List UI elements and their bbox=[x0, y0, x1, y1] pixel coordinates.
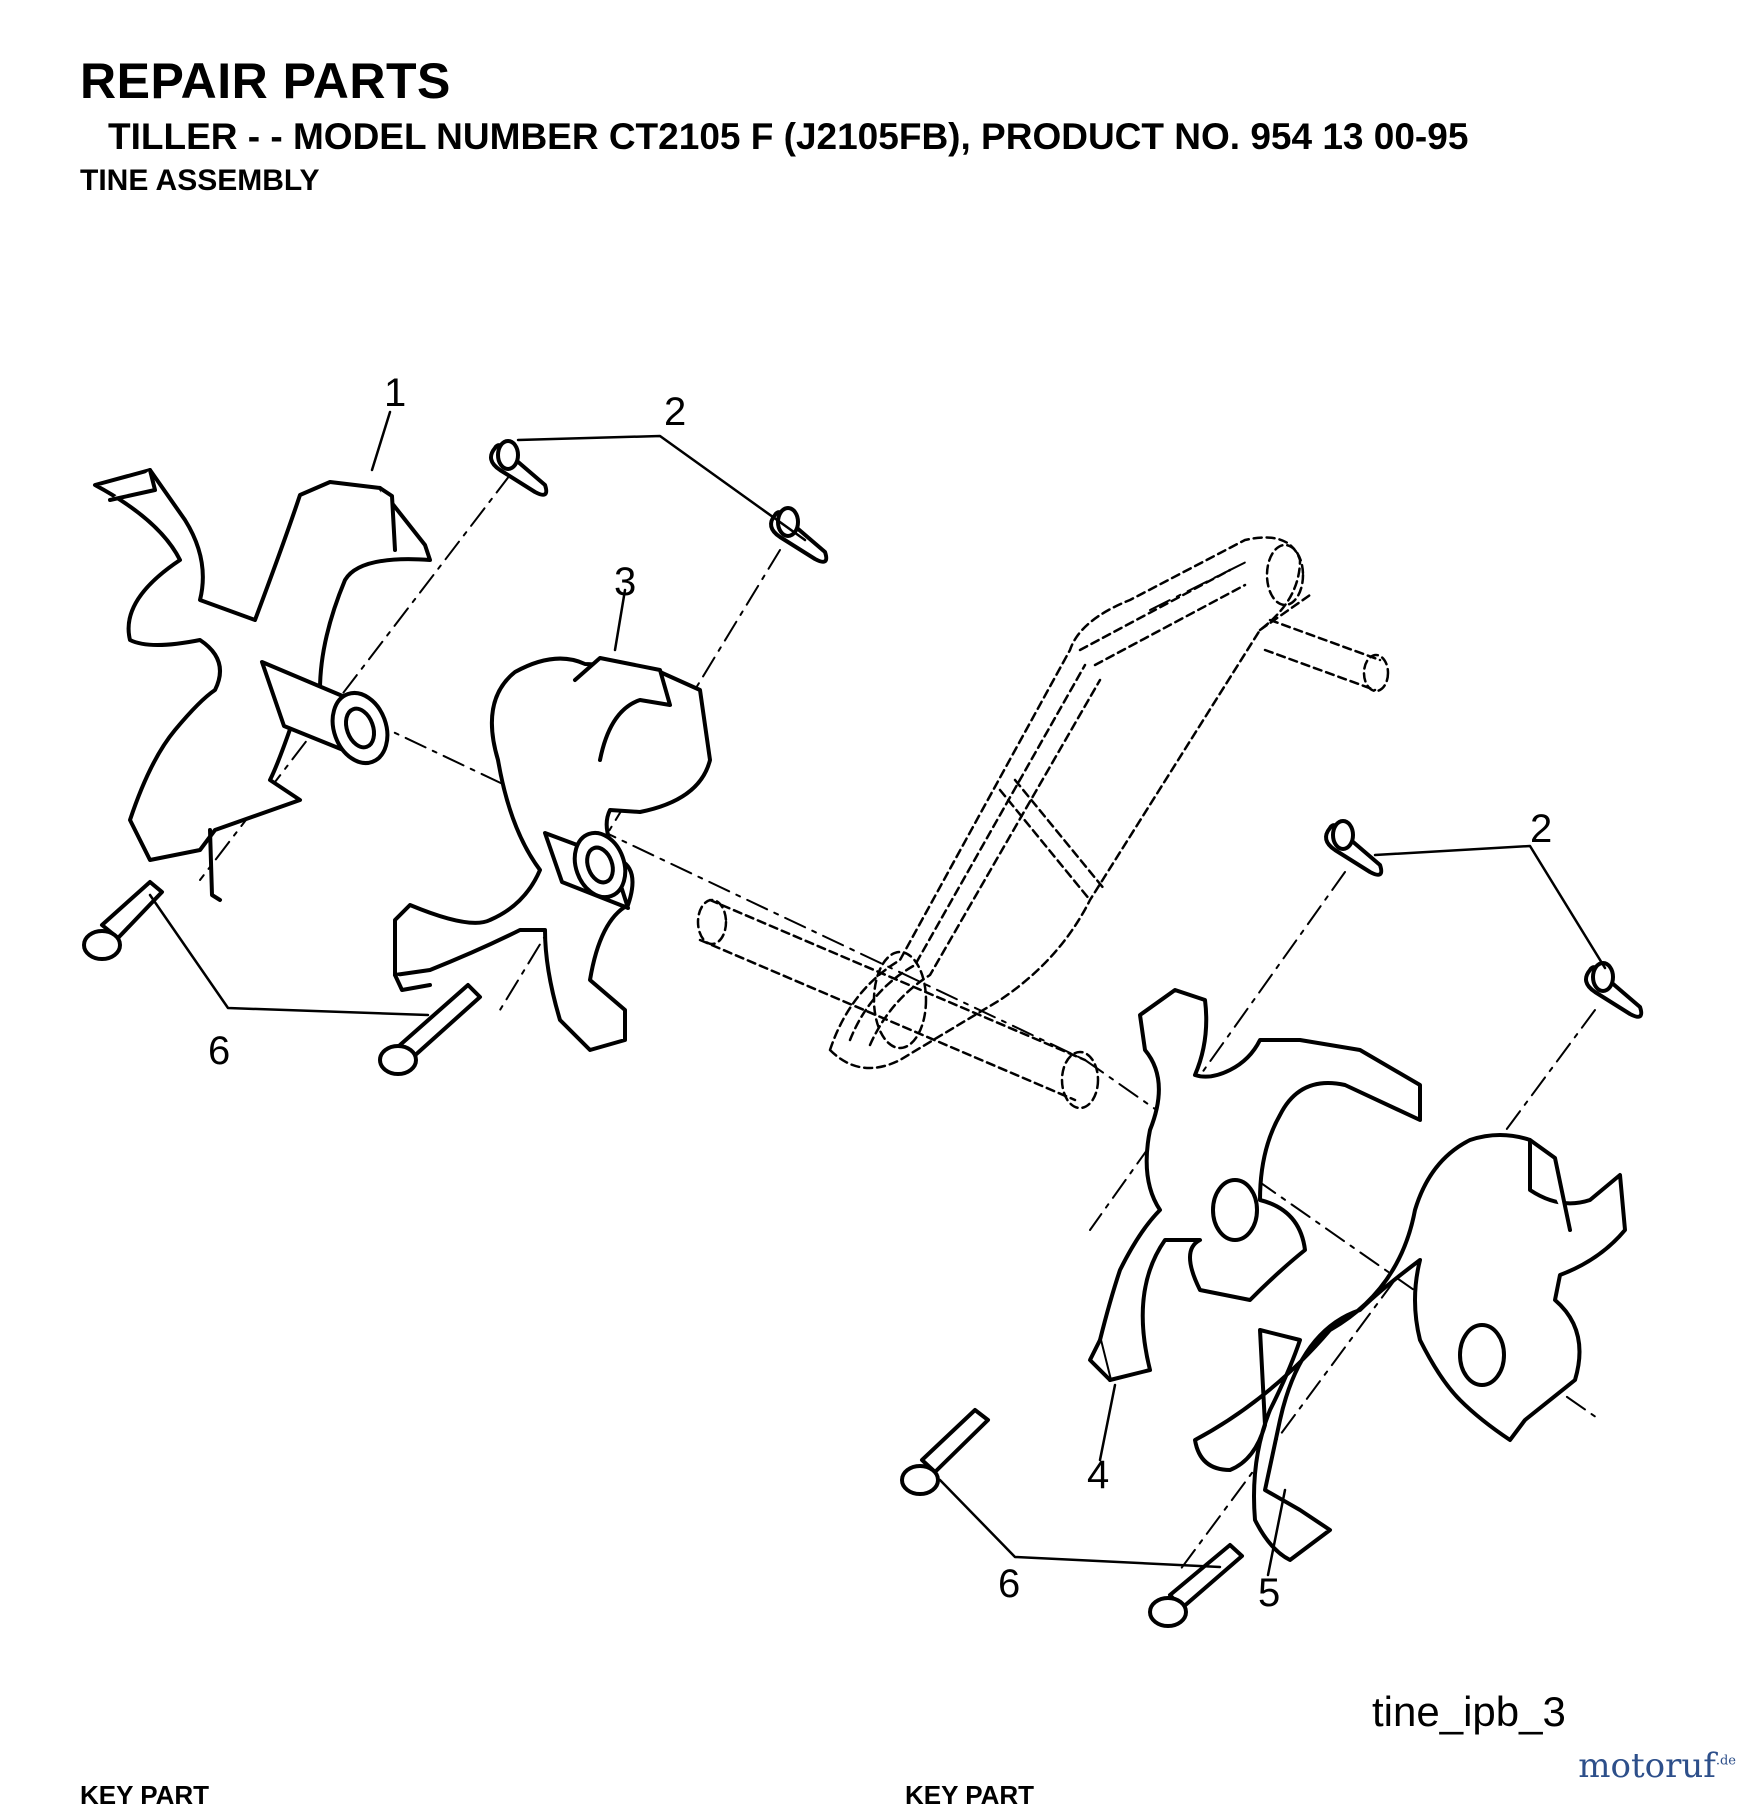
part-5-tine bbox=[1193, 1133, 1627, 1562]
callout-labels: 1 2 3 2 4 5 6 6 bbox=[208, 371, 1552, 1615]
callout-1: 1 bbox=[384, 371, 406, 415]
model-subtitle: TILLER - - MODEL NUMBER CT2105 F (J2105F… bbox=[108, 116, 1469, 157]
callout-6-right: 6 bbox=[998, 1562, 1020, 1606]
callout-2-right: 2 bbox=[1530, 807, 1552, 851]
watermark-text: motoruf bbox=[1578, 1746, 1716, 1786]
left-column-header: KEY PART bbox=[80, 1780, 210, 1810]
part-3-hub bbox=[543, 830, 630, 910]
callout-2-top: 2 bbox=[664, 390, 686, 434]
tine-shaft-housing bbox=[696, 536, 1390, 1110]
watermark-suffix: .de bbox=[1715, 1753, 1736, 1769]
figure-id: tine_ipb_3 bbox=[1372, 1688, 1566, 1735]
part-2-clips bbox=[489, 439, 1644, 1019]
watermark-logo: motoruf.de bbox=[1578, 1746, 1736, 1786]
part-6-pins bbox=[82, 880, 1244, 1628]
callout-5: 5 bbox=[1258, 1571, 1280, 1615]
section-title: TINE ASSEMBLY bbox=[80, 164, 320, 197]
part-4-tine bbox=[1088, 988, 1422, 1382]
center-lines bbox=[139, 474, 1601, 1571]
right-column-header: KEY PART bbox=[905, 1780, 1035, 1810]
part-1-left-tine bbox=[93, 468, 432, 902]
callout-3: 3 bbox=[614, 560, 636, 604]
part-1-hub bbox=[260, 660, 390, 765]
page-title: REPAIR PARTS bbox=[80, 53, 451, 109]
callout-4: 4 bbox=[1087, 1453, 1109, 1497]
leader-lines bbox=[148, 410, 1607, 1577]
callout-6-left: 6 bbox=[208, 1029, 230, 1073]
